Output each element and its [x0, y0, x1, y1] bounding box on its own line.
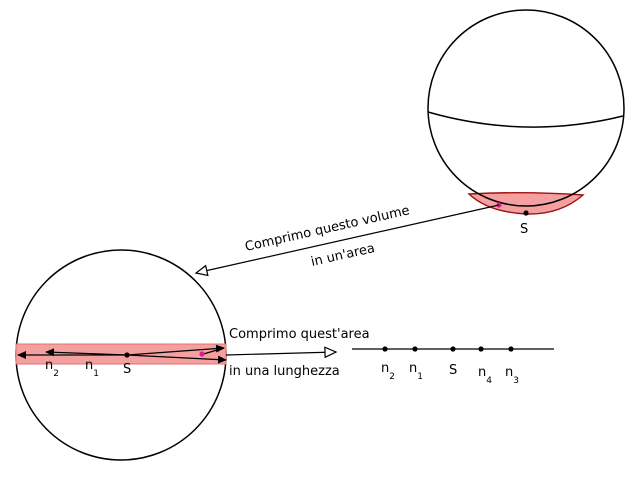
area-annotation-line1: Comprimo quest'area [229, 327, 370, 342]
line-point-s [450, 346, 456, 352]
top-s-label: S [520, 222, 528, 237]
equator-band-highlight [15, 343, 227, 365]
bottom-label-n2: n2 [45, 358, 59, 379]
line-label-n4: n4 [478, 365, 492, 386]
ray-right-lower [126, 354, 227, 364]
ray-to-n1 [45, 348, 128, 357]
top-cap-highlight [467, 192, 585, 215]
line-point-n3 [508, 346, 514, 352]
line-label-n1: n1 [409, 361, 423, 382]
top-s-point [523, 210, 529, 216]
line-point-n1 [412, 346, 418, 352]
bottom-label-s: S [123, 362, 131, 377]
bottom-s-point [124, 352, 130, 358]
line-label-n3: n3 [505, 365, 519, 386]
volume-annotation-line1: Comprimo questo volume [244, 203, 411, 255]
top-sphere-outline [427, 9, 625, 207]
line-point-n4 [478, 346, 484, 352]
top-sphere: S [427, 9, 625, 237]
top-sphere-equator [427, 111, 624, 128]
line-point-n2 [382, 346, 388, 352]
area-arrow [225, 346, 338, 359]
number-line: n2 n1 S n4 n3 [352, 346, 554, 386]
ray-right-upper [126, 344, 225, 356]
bottom-label-n1: n1 [85, 358, 99, 379]
area-annotation-line2: in una lunghezza [229, 364, 340, 379]
bottom-magenta-point [199, 351, 205, 357]
volume-annotation: Comprimo questo volume [244, 203, 411, 255]
line-label-s: S [449, 363, 457, 378]
bottom-sphere: n2 n1 S [15, 249, 227, 461]
line-label-n2: n2 [381, 361, 395, 382]
volume-arrow [194, 204, 500, 277]
